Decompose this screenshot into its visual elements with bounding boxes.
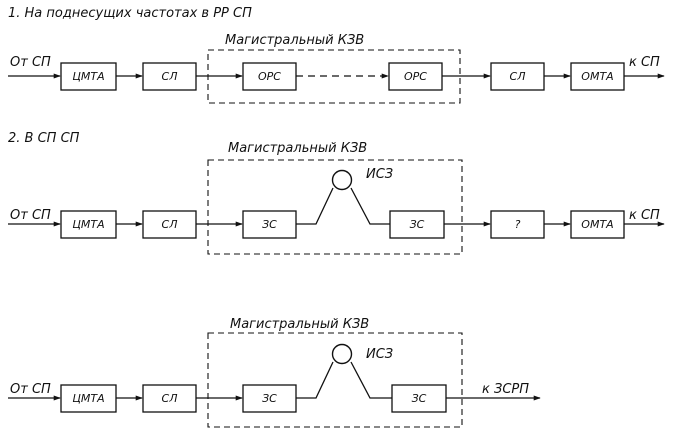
section-3-block-sl	[142, 384, 197, 413]
section-3: Магистральный КЗВ От СП к ЗСРП ИСЗ ЦМТА …	[8, 317, 541, 428]
section-3-block-label: СЛ	[162, 392, 178, 405]
section-2-block-label: ОМТА	[581, 218, 613, 231]
section-3-frame-label: Магистральный КЗВ	[230, 317, 369, 332]
section-3-input-label: От СП	[10, 382, 51, 397]
section-1-input-label: От СП	[10, 55, 51, 70]
section-1-output-label: к СП	[629, 55, 660, 70]
section-1-block-ors	[388, 62, 443, 91]
section-2-output-label: к СП	[629, 208, 660, 223]
section-2-block-label: ?	[515, 218, 521, 231]
section-2-block-omta	[570, 210, 625, 239]
section-2-frame	[207, 159, 463, 255]
section-1: 1. На поднесущих частотах в РР СП Магист…	[8, 6, 665, 104]
section-2: 2. В СП СП Магистральный КЗВ От СП к СП …	[8, 131, 665, 255]
section-1-block-label: ОМТА	[581, 70, 613, 83]
section-1-block-label: ЦМТА	[72, 70, 104, 83]
section-1-block-sl	[490, 62, 545, 91]
section-2-block-earth-station	[389, 210, 445, 239]
section-3-downlink	[350, 361, 392, 399]
section-3-block-earth-station	[391, 384, 447, 413]
section-2-block-unknown	[490, 210, 545, 239]
section-2-uplink	[296, 187, 334, 225]
section-2-satellite-label: ИСЗ	[366, 167, 393, 182]
section-2-input-label: От СП	[10, 208, 51, 223]
section-2-block-earth-station	[242, 210, 297, 239]
section-3-satellite-icon	[331, 343, 353, 365]
section-2-block-sl	[142, 210, 197, 239]
section-3-block-earth-station	[242, 384, 297, 413]
section-1-block-label: ОРС	[404, 70, 427, 83]
section-1-block-ors	[242, 62, 297, 91]
section-2-block-label: СЛ	[162, 218, 178, 231]
section-2-downlink	[350, 187, 390, 225]
section-2-title: 2. В СП СП	[8, 131, 80, 146]
section-2-block-label: ЗС	[410, 218, 425, 231]
section-1-block-omta	[570, 62, 625, 91]
section-3-block-label: ЗС	[262, 392, 277, 405]
section-3-uplink	[296, 361, 334, 399]
section-1-frame-label: Магистральный КЗВ	[225, 33, 364, 48]
section-3-block-label: ЗС	[412, 392, 427, 405]
section-3-frame	[207, 332, 463, 428]
section-2-block-label: ЦМТА	[72, 218, 104, 231]
section-3-block-label: ЦМТА	[72, 392, 104, 405]
section-1-block-label: СЛ	[510, 70, 526, 83]
section-1-block-label: ОРС	[258, 70, 281, 83]
section-1-block-sl	[142, 62, 197, 91]
section-2-block-label: ЗС	[262, 218, 277, 231]
section-2-satellite-icon	[331, 169, 353, 191]
section-1-block-cmta	[60, 62, 117, 91]
section-3-block-cmta	[60, 384, 117, 413]
section-3-output-label: к ЗСРП	[482, 382, 529, 397]
section-2-block-cmta	[60, 210, 117, 239]
section-1-title: 1. На поднесущих частотах в РР СП	[8, 6, 252, 21]
section-2-frame-label: Магистральный КЗВ	[228, 141, 367, 156]
section-3-satellite-label: ИСЗ	[366, 347, 393, 362]
section-1-block-label: СЛ	[162, 70, 178, 83]
